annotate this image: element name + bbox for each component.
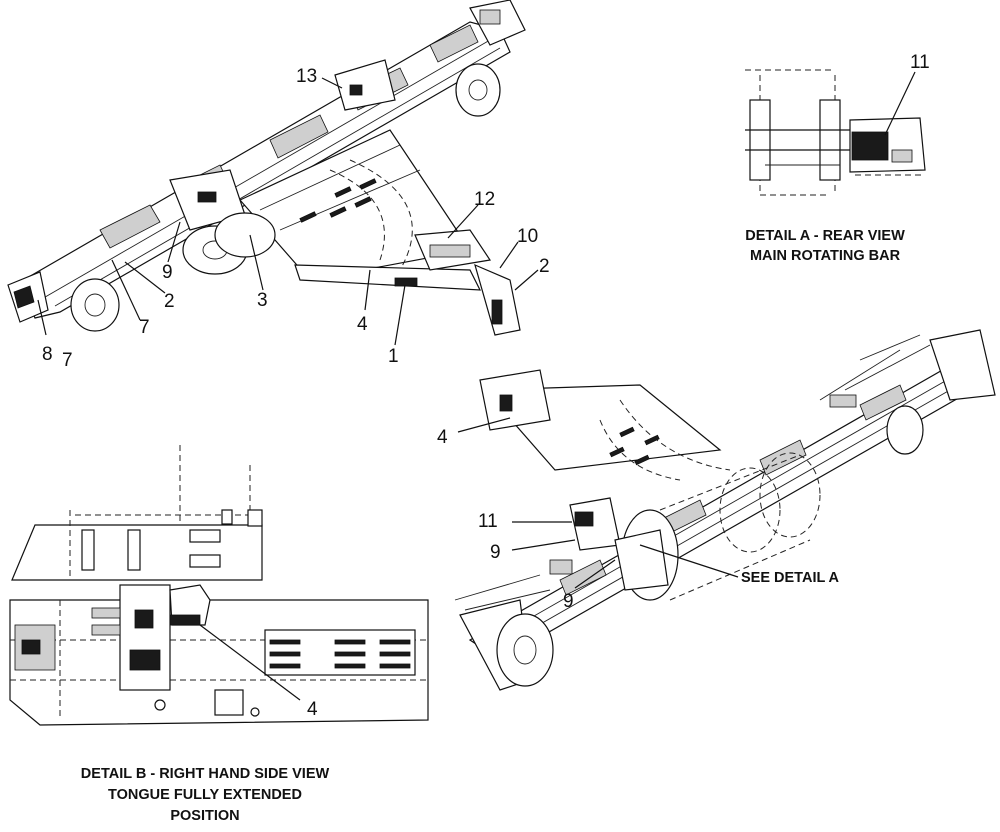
callout-13: 13 — [296, 66, 317, 87]
detail-b-caption-line-1: DETAIL B - RIGHT HAND SIDE VIEW — [81, 766, 330, 782]
rear-callout-11: 11 — [478, 511, 498, 532]
main-callouts: 13 12 10 2 9 3 2 7 8 7 4 1 — [42, 66, 550, 371]
callout-3: 3 — [257, 290, 268, 311]
see-detail-a-label: SEE DETAIL A — [741, 570, 840, 586]
rear-callouts: 4 11 9 9 — [437, 427, 574, 612]
rear-callout-9: 9 — [563, 591, 574, 612]
callout-4: 4 — [357, 314, 368, 335]
rear-callout-9: 9 — [490, 542, 501, 563]
detail-a-caption-line-2: MAIN ROTATING BAR — [750, 248, 901, 264]
callout-2: 2 — [539, 256, 550, 277]
callout-7: 7 — [139, 317, 150, 338]
callout-2: 2 — [164, 291, 175, 312]
callout-1: 1 — [388, 346, 399, 367]
detail-b-caption-line-2: TONGUE FULLY EXTENDED — [108, 787, 302, 803]
callout-10: 10 — [517, 226, 538, 247]
detail-b-callout-4: 4 — [307, 699, 318, 720]
callout-8: 8 — [42, 344, 53, 365]
rear-callout-4: 4 — [437, 427, 448, 448]
callout-7: 7 — [62, 350, 73, 371]
rear-assembly-view — [454, 329, 996, 691]
detail-a-callout-11: 11 — [910, 52, 930, 73]
detail-b-view — [9, 445, 429, 726]
detail-a-caption-line-1: DETAIL A - REAR VIEW — [745, 228, 905, 244]
callout-9: 9 — [162, 262, 173, 283]
detail-b-caption-line-3: POSITION — [170, 808, 239, 824]
callout-12: 12 — [474, 189, 495, 210]
detail-a-view — [745, 69, 926, 196]
detail-a-leader — [884, 71, 916, 136]
main-assembly-view — [7, 0, 526, 336]
main-leader-lines — [37, 77, 539, 346]
detail-b-leader — [199, 624, 301, 701]
rear-leader-lines — [457, 417, 739, 589]
